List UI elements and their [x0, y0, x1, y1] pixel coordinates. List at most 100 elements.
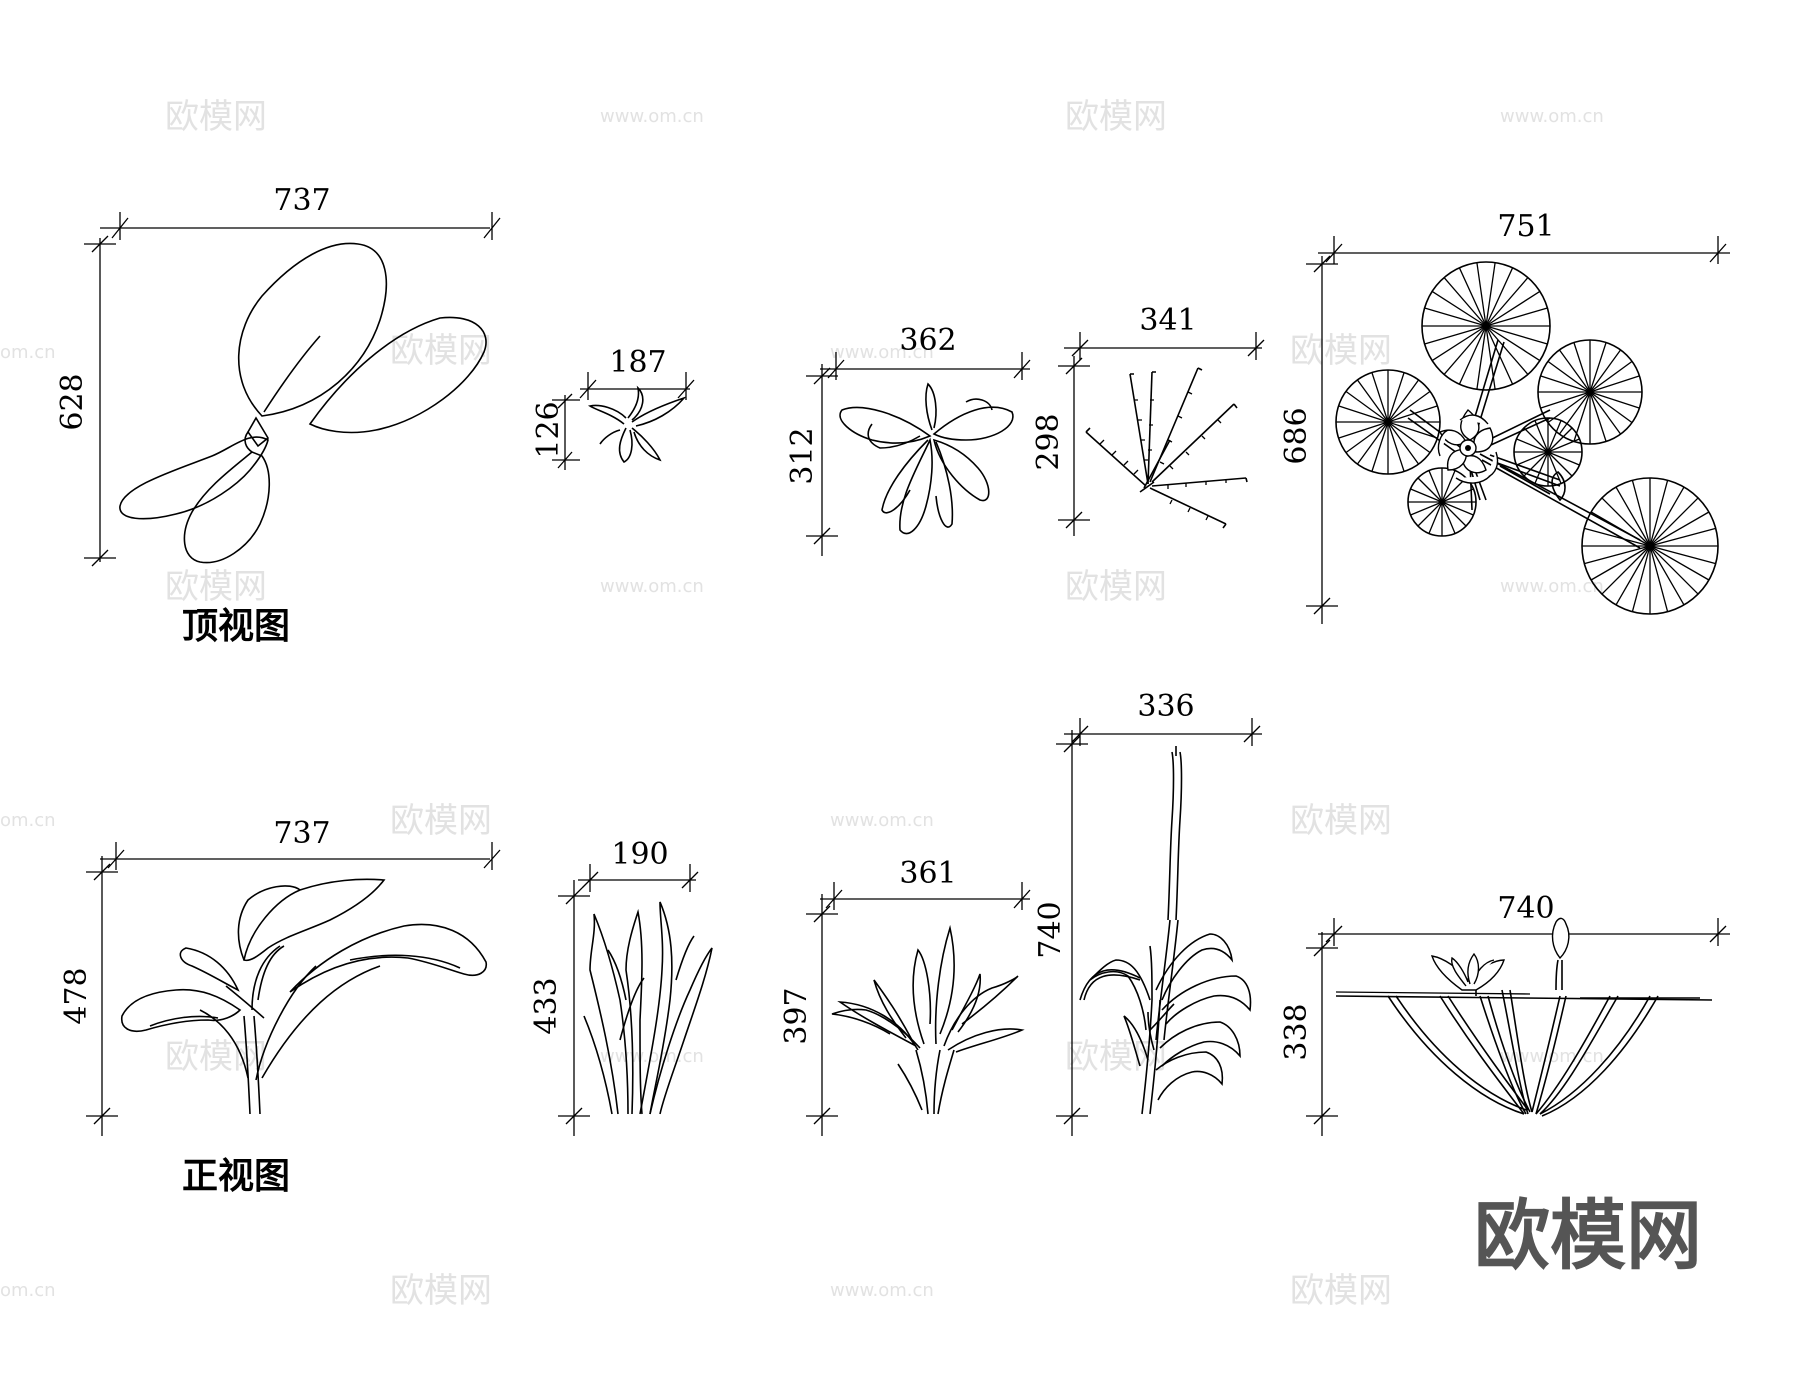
lily-pad-vein	[1485, 262, 1496, 327]
watermark-url: www.om.cn	[830, 810, 934, 831]
lily-pad-vein	[1589, 349, 1622, 393]
lily-pad-vein	[1649, 527, 1716, 547]
watermark-brand: 欧模网	[390, 331, 492, 371]
dimension-height: 478	[59, 856, 118, 1136]
lily-pad-vein	[1387, 390, 1431, 423]
lily-pad-vein	[1387, 421, 1431, 454]
lily-pad-vein	[1356, 379, 1389, 423]
lily-pad-vein	[1338, 405, 1389, 423]
dimension-width: 737	[100, 816, 501, 870]
dim-label: 312	[785, 427, 820, 484]
lily-pad-vein	[1443, 325, 1487, 375]
dim-label: 361	[899, 856, 956, 891]
lily-pad-vein	[1631, 480, 1651, 547]
watermark-url: om.cn	[0, 810, 56, 831]
watermark-url: www.om.cn	[830, 1280, 934, 1301]
lily-pad-vein	[1649, 545, 1669, 612]
lily-pad-vein	[1584, 527, 1651, 547]
lily-pad-vein	[1476, 325, 1487, 390]
lily-pad-vein	[1547, 451, 1573, 477]
lily-pad-vein	[1649, 545, 1710, 581]
watermark-url: www.om.cn	[830, 342, 934, 363]
watermark-brand: 欧模网	[165, 567, 267, 607]
watermark-logo: 欧模网	[1474, 1191, 1702, 1280]
lily-pad-vein	[1589, 391, 1607, 442]
lily-pad-vein	[1410, 488, 1443, 503]
lily-pad-vein	[1615, 486, 1651, 547]
watermark-brand: 欧模网	[390, 1271, 492, 1311]
lily-pad-vein	[1534, 420, 1549, 453]
watermark-url: www.om.cn	[1500, 576, 1604, 597]
lily-pad-vein	[1589, 391, 1640, 409]
lily-pad-vein	[1523, 427, 1549, 453]
lily-pad-vein	[1371, 372, 1389, 423]
front-view-label: 正视图	[182, 1155, 290, 1197]
dim-label: 751	[1497, 209, 1554, 244]
lily-pad-vein	[1485, 325, 1548, 345]
plant-drawing	[1335, 261, 1719, 615]
lily-pad-vein	[1428, 501, 1443, 534]
watermark-brand: 欧模网	[1065, 567, 1167, 607]
lily-pad-vein	[1523, 451, 1549, 477]
dim-label: 686	[1279, 407, 1314, 464]
watermark-brand: 欧模网	[1290, 801, 1392, 841]
plant-drawing	[1085, 367, 1248, 529]
top-reed-plant: 341 298	[1031, 303, 1265, 536]
dim-label: 298	[1031, 413, 1066, 470]
lily-pad-vein	[1485, 325, 1496, 390]
lily-pad-vein	[1558, 349, 1591, 393]
dim-label: 126	[531, 401, 566, 458]
plant-drawing	[121, 878, 488, 1115]
lily-pad-vein	[1387, 421, 1438, 439]
lily-pad-vein	[1589, 360, 1633, 393]
dim-label: 628	[55, 373, 90, 430]
flower	[1437, 409, 1499, 484]
lily-pad-vein	[1649, 511, 1710, 547]
front-banana-plant: 737 478	[59, 816, 501, 1136]
dimension-height: 338	[1279, 932, 1338, 1136]
dim-label: 336	[1137, 689, 1194, 724]
lily-pad-vein	[1458, 325, 1487, 385]
lily-pad-vein	[1387, 421, 1405, 472]
front-iris-plant: 190 433	[529, 837, 713, 1136]
lily-pad-vein	[1431, 290, 1487, 327]
plant-drawing	[119, 242, 487, 564]
lily-pad-vein	[1428, 470, 1443, 503]
lily-pad-vein	[1589, 375, 1640, 393]
dimension-width: 190	[578, 837, 699, 892]
lily-pad-vein	[1485, 325, 1514, 385]
lily-pad-vein	[1558, 391, 1591, 435]
top-rosette-plant: 362 312	[785, 323, 1031, 556]
lily-pad-vein	[1387, 379, 1420, 423]
lily-pad-vein	[1601, 497, 1651, 547]
lily-pad-vein	[1547, 427, 1573, 453]
lily-pad-vein	[1534, 451, 1549, 484]
watermark-brand: 欧模网	[1290, 1271, 1392, 1311]
lily-pad-vein	[1345, 421, 1389, 454]
lily-pad-vein	[1547, 451, 1580, 466]
dim-label: 338	[1279, 1003, 1314, 1060]
lily-pad-vein	[1649, 497, 1699, 547]
lily-pad-vein	[1485, 290, 1541, 327]
lily-pad-vein	[1387, 372, 1405, 423]
dimension-width: 737	[100, 183, 501, 240]
dim-label: 341	[1139, 303, 1196, 338]
top-view-label: 顶视图	[182, 605, 290, 647]
dimension-height: 312	[785, 364, 838, 556]
lily-pad-vein	[1441, 477, 1467, 503]
top-lily-pads: 751 686	[1279, 209, 1730, 624]
lily-pad-vein	[1589, 391, 1633, 424]
dim-label: 397	[779, 987, 814, 1044]
top-banana-plant: 737 628	[55, 183, 501, 567]
dim-label: 740	[1033, 901, 1068, 958]
watermark-url: www.om.cn	[600, 106, 704, 127]
dim-label: 478	[59, 967, 94, 1024]
lily-pad-vein	[1387, 405, 1438, 423]
dimension-height: 686	[1279, 255, 1338, 624]
lily-pad-vein	[1516, 451, 1549, 466]
dimension-width: 187	[579, 345, 695, 400]
lily-pad-vein	[1540, 375, 1591, 393]
lily-pad-vein	[1485, 307, 1548, 327]
dim-label: 433	[529, 977, 564, 1034]
lily-pad-vein	[1345, 390, 1389, 423]
